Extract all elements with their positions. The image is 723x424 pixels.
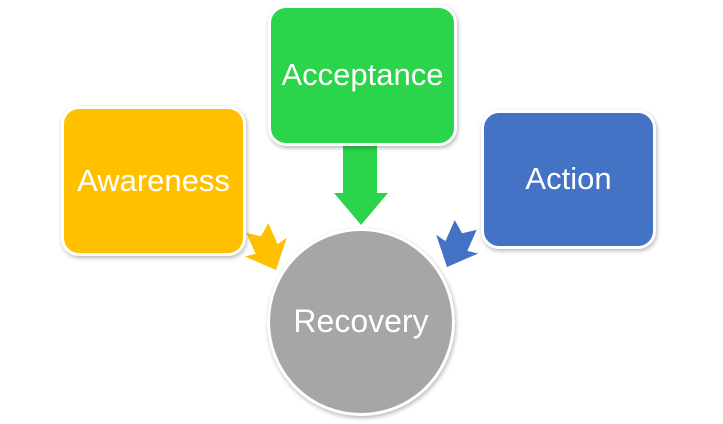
node-recovery-label: Recovery [293, 303, 429, 340]
node-awareness-label: Awareness [77, 162, 230, 198]
node-acceptance: Acceptance [268, 5, 457, 146]
node-acceptance-label: Acceptance [281, 57, 444, 93]
node-action: Action [481, 110, 656, 249]
node-recovery: Recovery [267, 228, 455, 416]
arrow-action-to-recovery-icon [436, 220, 479, 267]
node-awareness: Awareness [61, 106, 246, 256]
arrow-acceptance-to-recovery-icon [334, 146, 388, 225]
node-action-label: Action [525, 161, 612, 197]
arrow-awareness-to-recovery-icon [244, 223, 287, 270]
